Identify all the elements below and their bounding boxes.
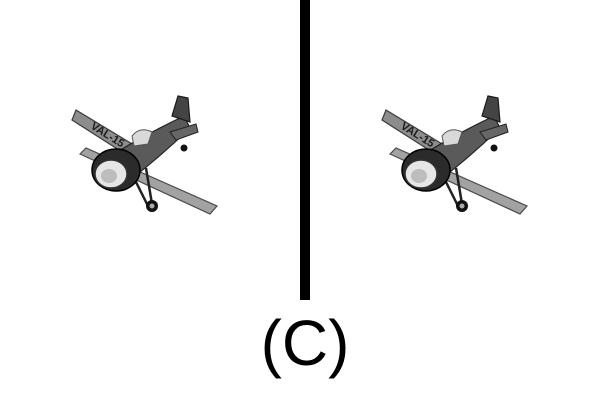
airplane-livery: VAL-15 <box>88 120 126 150</box>
airplane-illustration: VAL-15 <box>372 88 532 223</box>
airplane-icon: VAL-15 <box>71 95 218 215</box>
figure-caption: (C) <box>260 307 350 379</box>
airplane-illustration: VAL-15 <box>62 88 222 223</box>
right-image-panel: VAL-15 <box>310 0 610 300</box>
airplane-icon: VAL-15 <box>381 95 528 215</box>
airplane-livery: VAL-15 <box>398 120 436 150</box>
left-image-panel: VAL-15 <box>0 0 300 300</box>
vertical-divider <box>300 0 310 300</box>
